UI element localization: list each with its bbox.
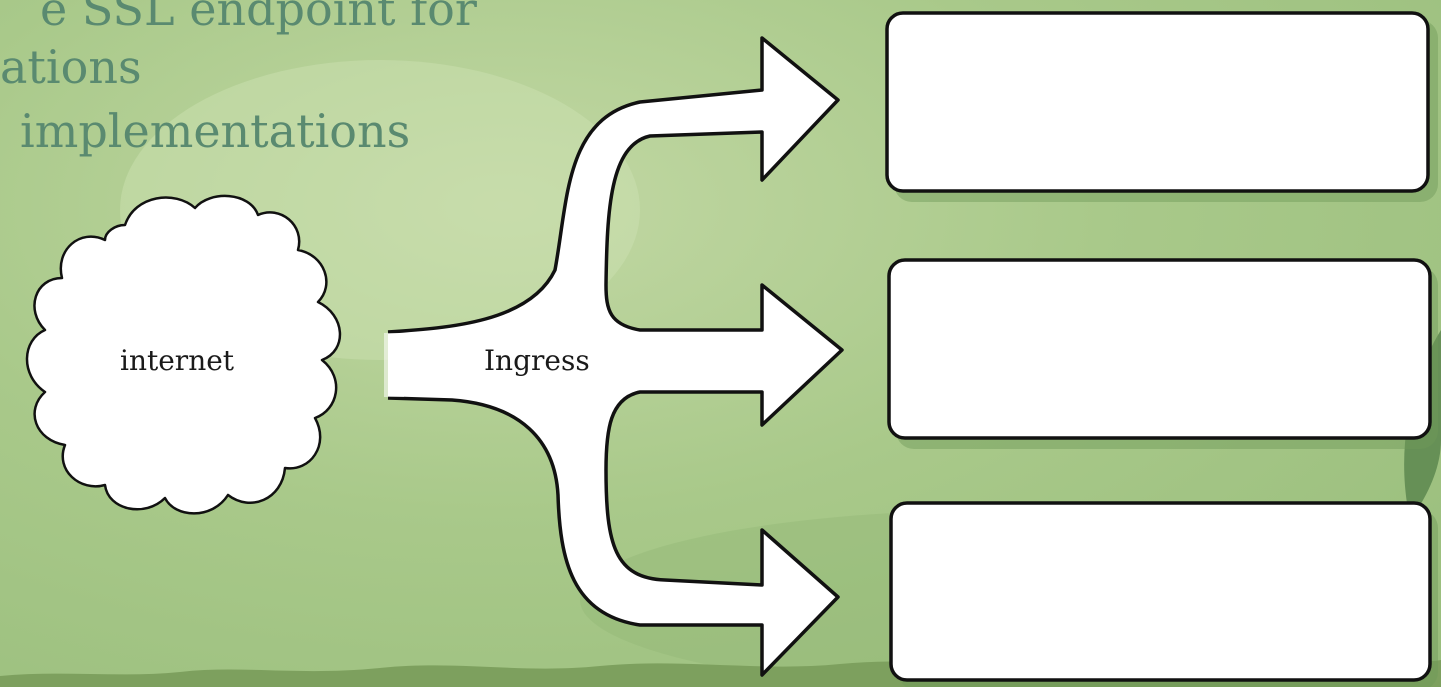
- internet-label: internet: [120, 344, 235, 377]
- ingress-tail-fade: [384, 333, 404, 397]
- target-box-middle: [887, 258, 1432, 440]
- ingress-fork-arrow: [387, 36, 844, 677]
- slide-bullet-3: implementations: [20, 104, 411, 158]
- target-box-bottom: [889, 501, 1432, 682]
- slide-bullet-2: ations: [0, 40, 142, 94]
- internet-cloud: [25, 194, 342, 515]
- slide-bullet-1: e SSL endpoint for: [40, 0, 477, 36]
- target-box-top: [885, 11, 1430, 193]
- ingress-label: Ingress: [484, 344, 590, 377]
